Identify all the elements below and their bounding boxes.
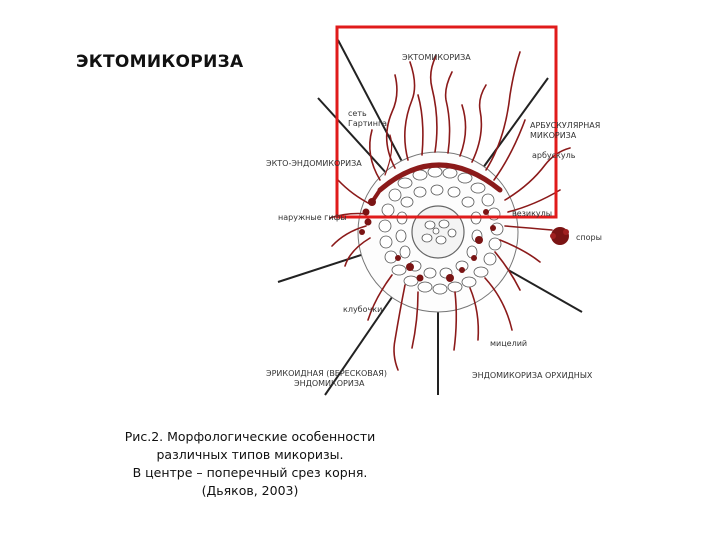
label-spores: споры bbox=[576, 233, 602, 242]
slide-title: ЭКТОМИКОРИЗА bbox=[76, 52, 244, 72]
label-hartig-2: Гартинга bbox=[348, 119, 387, 128]
label-ericoid-1: ЭРИКОИДНАЯ (ВЕРЕСКОВАЯ) bbox=[266, 369, 387, 378]
label-arbuscular-2: МИКОРИЗА bbox=[530, 131, 577, 140]
caption-line-2: различных типов микоризы. bbox=[156, 447, 344, 462]
label-coils: клубочки bbox=[343, 305, 382, 314]
label-arbuscular-1: АРБУСКУЛЯРНАЯ bbox=[530, 121, 600, 130]
label-arbuscule: арбускуль bbox=[532, 151, 576, 160]
figure-caption: Рис.2. Морфологические особенности разли… bbox=[100, 428, 400, 500]
caption-line-1: Рис.2. Морфологические особенности bbox=[124, 429, 376, 444]
label-orchid: ЭНДОМИКОРИЗА ОРХИДНЫХ bbox=[472, 371, 593, 380]
label-vesicles: везикулы bbox=[512, 209, 552, 218]
label-hartig-1: сеть bbox=[348, 109, 367, 118]
caption-line-3: В центре – поперечный срез корня. bbox=[132, 465, 368, 480]
label-ecto-endo: ЭКТО-ЭНДОМИКОРИЗА bbox=[266, 159, 362, 168]
fungal-structures bbox=[359, 198, 569, 282]
label-external-hyphae: наружные гифы bbox=[278, 213, 347, 222]
label-ericoid-2: ЭНДОМИКОРИЗА bbox=[294, 379, 365, 388]
ectomycorrhiza-highlight bbox=[335, 25, 558, 219]
label-pelotons: мицелий bbox=[490, 339, 527, 348]
root-cross-section bbox=[357, 151, 519, 313]
sector-lines bbox=[277, 39, 583, 396]
label-ecto: ЭКТОМИКОРИЗА bbox=[402, 53, 471, 62]
caption-line-4: (Дьяков, 2003) bbox=[201, 483, 299, 498]
